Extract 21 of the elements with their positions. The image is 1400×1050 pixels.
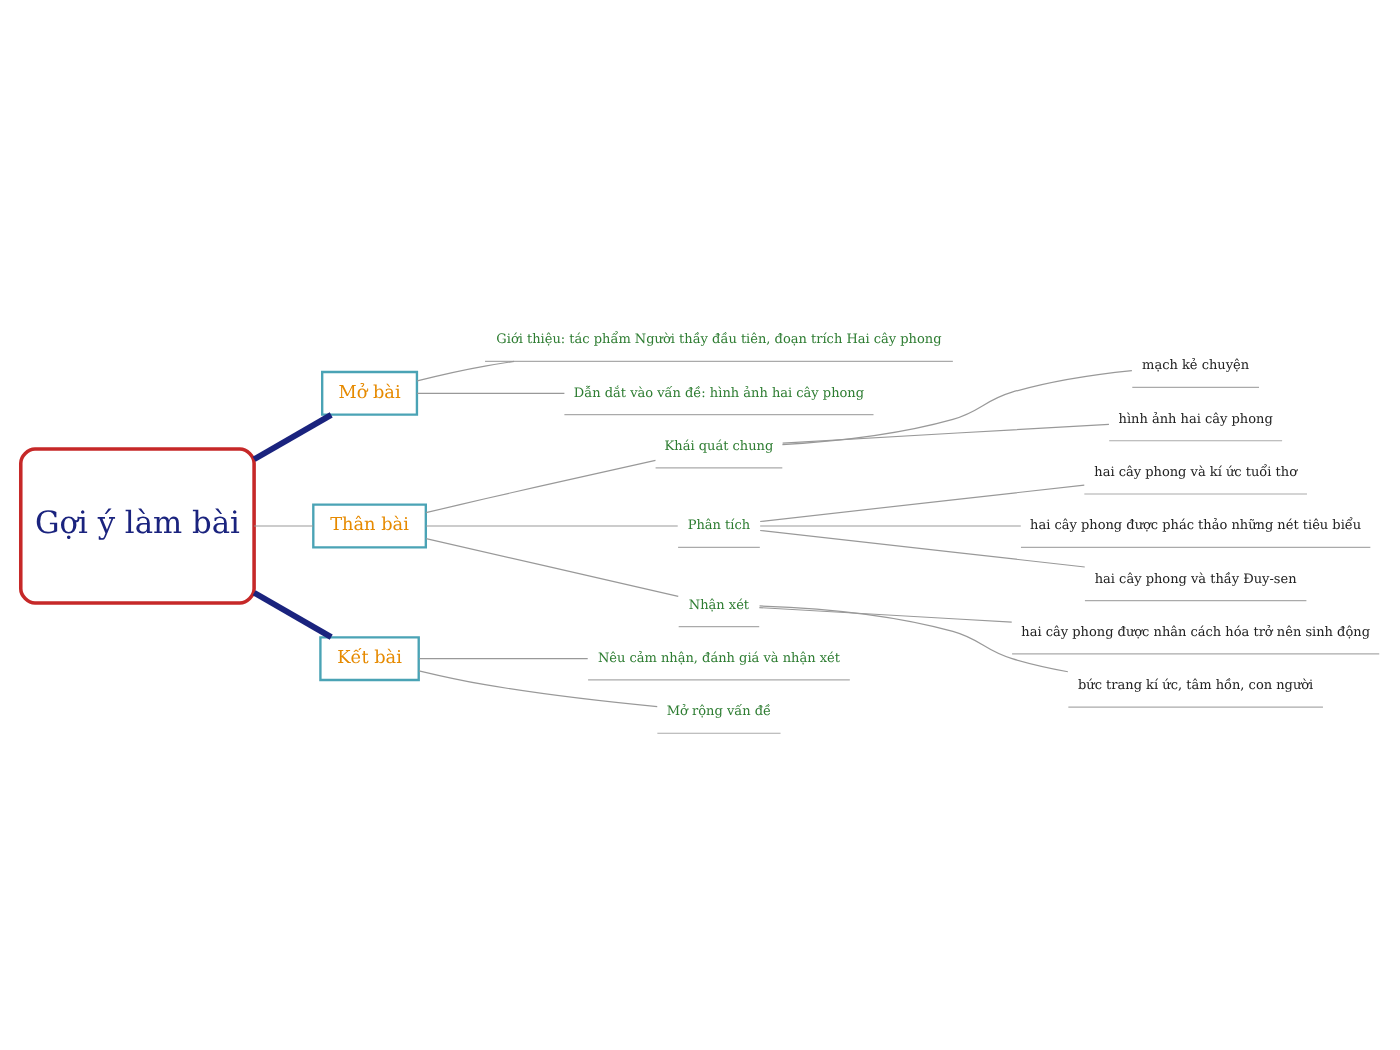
node-box: Kết bài <box>319 635 420 681</box>
connector <box>418 657 589 659</box>
connector <box>425 524 679 526</box>
connector <box>759 524 1022 526</box>
node-box: Thân bài <box>312 502 427 548</box>
connector <box>418 669 658 707</box>
connector <box>759 528 1086 567</box>
connector <box>416 359 515 381</box>
node-box: Gợi ý làm bài <box>19 446 256 604</box>
connector <box>758 604 1069 672</box>
connector <box>759 483 1085 522</box>
node-box: Mở bài <box>321 369 419 415</box>
connector <box>253 524 314 526</box>
connector <box>425 458 657 513</box>
connector <box>252 589 333 639</box>
connector <box>781 368 1133 445</box>
connector <box>416 391 565 393</box>
connector <box>252 411 333 461</box>
connector <box>758 606 1013 622</box>
connector <box>782 422 1110 443</box>
connector <box>425 537 679 596</box>
